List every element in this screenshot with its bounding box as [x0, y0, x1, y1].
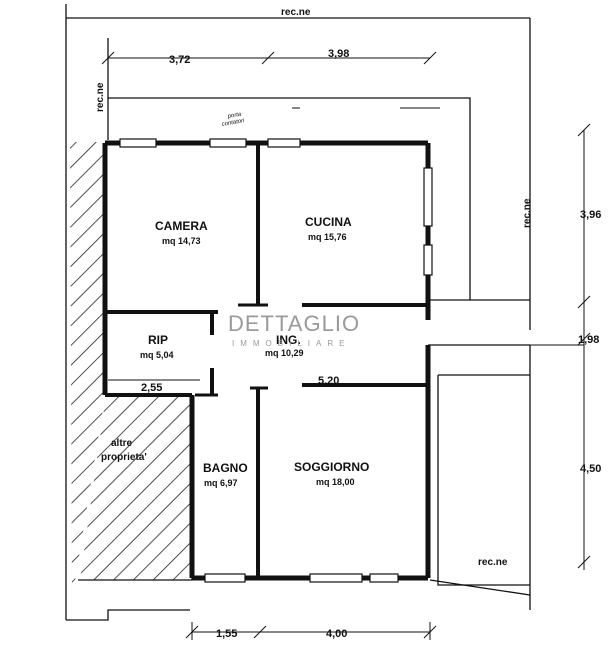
dim-right-upper: 3,96	[580, 209, 601, 221]
room-labels: CAMERA mq 14,73 CUCINA mq 15,76 RIP mq 5…	[140, 215, 369, 488]
label-recne-left: rec.ne	[95, 82, 106, 112]
label-recne-bottom: rec.ne	[478, 557, 508, 568]
room-ing-name: ING.	[276, 333, 301, 347]
room-ing-area: mq 10,29	[265, 348, 304, 358]
dim-bottom-right: 4,00	[326, 628, 347, 640]
label-proprieta: proprieta'	[101, 452, 147, 463]
watermark-subtitle: IMMOBILIARE	[232, 339, 350, 348]
dim-bottom-left: 1,55	[216, 628, 237, 640]
dim-interior-rip: 2,55	[141, 382, 162, 394]
label-recne-top: rec.ne	[281, 7, 311, 18]
label-contatori: contatori	[221, 118, 245, 128]
watermark: DETTAGLIO IMMOBILIARE	[228, 311, 360, 348]
watermark-title: DETTAGLIO	[228, 311, 360, 336]
room-rip-name: RIP	[148, 333, 168, 347]
dim-top-left: 3,72	[169, 54, 190, 66]
dim-top-right: 3,98	[328, 48, 349, 60]
room-camera-name: CAMERA	[155, 219, 208, 233]
room-soggiorno-name: SOGGIORNO	[294, 460, 369, 474]
property-boundary	[65, 4, 531, 621]
label-altre: altre	[111, 438, 133, 449]
dim-interior-ing: 5,20	[318, 375, 339, 387]
dim-right-lower: 4,50	[580, 463, 601, 475]
room-cucina-name: CUCINA	[305, 215, 352, 229]
dim-right-middle: 1,98	[578, 334, 599, 346]
room-soggiorno-area: mq 18,00	[316, 477, 355, 487]
annotation-labels: rec.ne rec.ne rec.ne rec.ne porta contat…	[95, 7, 533, 568]
room-camera-area: mq 14,73	[162, 236, 201, 246]
dimension-labels: 3,72 3,98 3,96 1,98 4,50 1,55 4,00 2,55 …	[141, 48, 601, 640]
room-bagno-area: mq 6,97	[204, 478, 238, 488]
room-bagno-name: BAGNO	[203, 461, 248, 475]
other-property-hatch	[70, 142, 193, 600]
room-rip-area: mq 5,04	[140, 350, 174, 360]
dimension-lines	[101, 51, 591, 640]
label-porta: porta	[226, 112, 242, 121]
windows	[119, 138, 433, 583]
label-recne-right: rec.ne	[522, 198, 533, 228]
room-cucina-area: mq 15,76	[308, 232, 347, 242]
